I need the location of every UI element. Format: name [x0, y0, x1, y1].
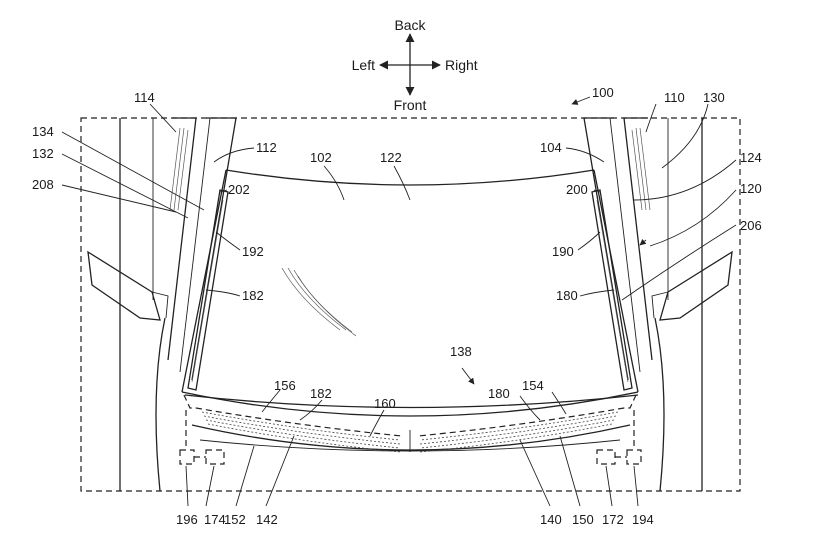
label-138: 138 [450, 344, 472, 359]
label-172: 172 [602, 512, 624, 527]
label-124: 124 [740, 150, 762, 165]
label-182-lower: 182 [310, 386, 332, 401]
label-114: 114 [134, 90, 155, 105]
left-side-heater-strip [187, 189, 229, 391]
label-154: 154 [522, 378, 544, 393]
label-130: 130 [703, 90, 725, 105]
left-a-pillar [167, 117, 237, 381]
direction-front-label: Front [394, 97, 427, 113]
label-150: 150 [572, 512, 594, 527]
direction-left-label: Left [352, 57, 375, 73]
left-controller-boxes [179, 449, 225, 465]
label-142: 142 [256, 512, 278, 527]
view-boundary-frame [80, 117, 741, 492]
label-120: 120 [740, 181, 762, 196]
left-lower-heater [195, 407, 403, 453]
label-182-side: 182 [242, 288, 264, 303]
label-194: 194 [632, 512, 654, 527]
right-a-pillar [583, 117, 653, 381]
label-100: 100 [592, 85, 614, 100]
leader-lines [61, 96, 737, 507]
label-140: 140 [540, 512, 562, 527]
label-192: 192 [242, 244, 264, 259]
label-132: 132 [32, 146, 54, 161]
windshield [181, 169, 639, 417]
label-180-lower: 180 [488, 386, 510, 401]
left-side-mirror [87, 250, 169, 321]
direction-right-label: Right [445, 57, 478, 73]
right-side-heater-strip [591, 189, 633, 391]
label-180-side: 180 [556, 288, 578, 303]
right-side-mirror [651, 250, 733, 321]
label-156: 156 [274, 378, 296, 393]
label-122: 122 [380, 150, 402, 165]
right-controller-boxes [596, 449, 642, 465]
right-lower-heater [417, 407, 625, 453]
direction-compass: Back Left Right Front [352, 17, 478, 113]
reference-numerals: 100 110 130 114 134 132 208 112 202 192 … [32, 85, 762, 527]
label-134: 134 [32, 124, 54, 139]
label-206: 206 [740, 218, 762, 233]
label-208: 208 [32, 177, 54, 192]
label-104: 104 [540, 140, 562, 155]
label-202: 202 [228, 182, 250, 197]
label-160: 160 [374, 396, 396, 411]
label-102: 102 [310, 150, 332, 165]
label-110: 110 [664, 90, 685, 105]
label-196: 196 [176, 512, 198, 527]
label-112: 112 [256, 140, 277, 155]
label-174: 174 [204, 512, 226, 527]
label-190: 190 [552, 244, 574, 259]
label-200: 200 [566, 182, 588, 197]
direction-back-label: Back [394, 17, 426, 33]
label-152: 152 [224, 512, 246, 527]
